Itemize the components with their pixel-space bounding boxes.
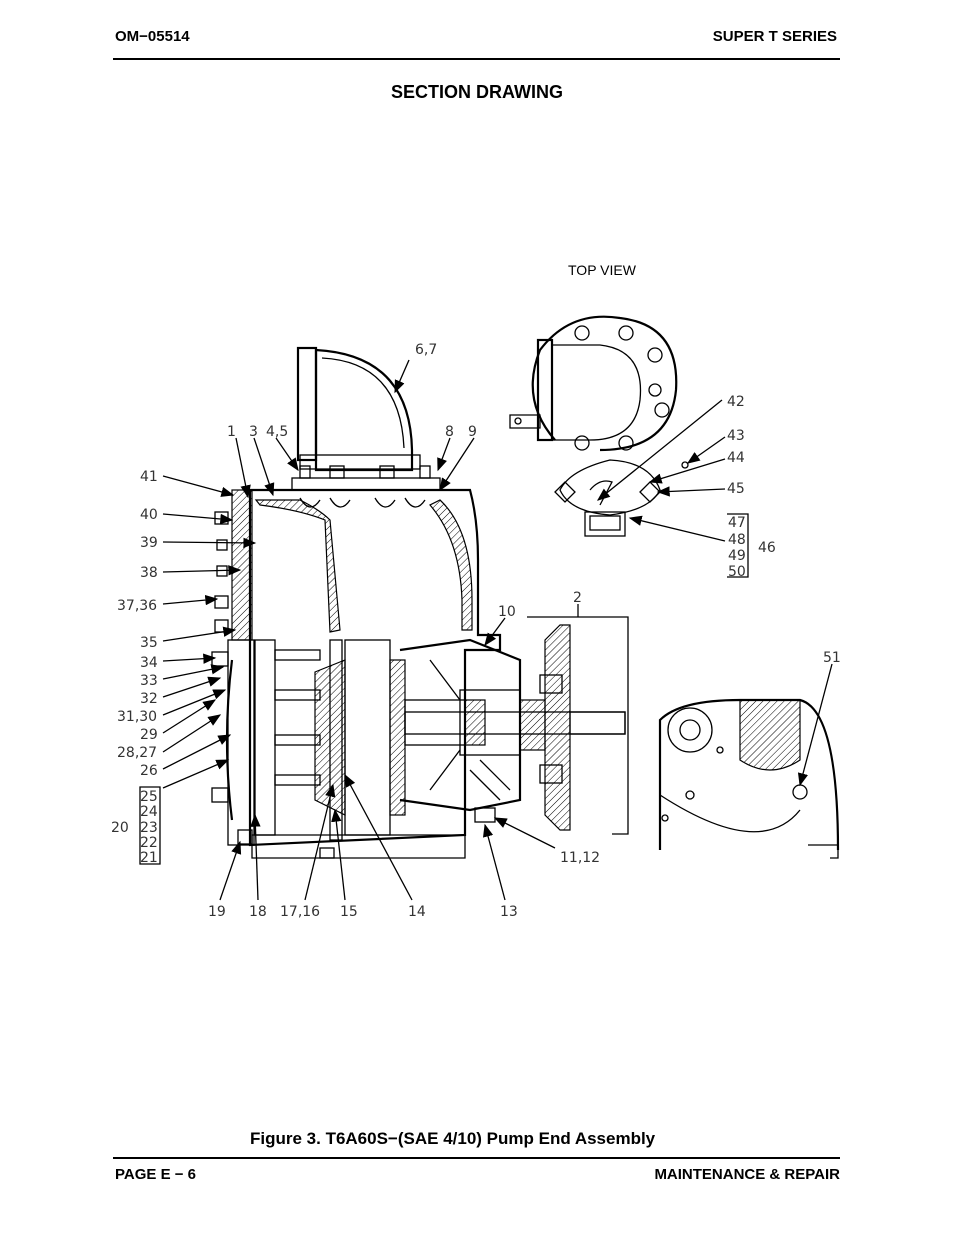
callout-20: 20	[111, 820, 129, 836]
discharge-flange	[291, 477, 441, 491]
casing-wall-hatch	[254, 499, 341, 633]
top-view-label: TOP VIEW	[568, 262, 636, 278]
callout-1: 1	[227, 424, 236, 440]
callout-18: 18	[249, 904, 267, 920]
callout-37-36: 37,36	[117, 598, 157, 614]
pump-casing	[248, 488, 502, 847]
doc-number: OM−05514	[115, 28, 190, 45]
callout-3: 3	[249, 424, 258, 440]
leader-lines	[139, 359, 833, 901]
callout-39: 39	[140, 535, 158, 551]
callout-47: 47	[728, 515, 746, 531]
callout-22: 22	[140, 835, 158, 851]
callout-50: 50	[728, 564, 746, 580]
callout-14: 14	[408, 904, 426, 920]
callout-6-7: 6,7	[415, 342, 437, 358]
callout-44: 44	[727, 450, 745, 466]
callout-24: 24	[140, 804, 158, 820]
top-view-flange	[531, 315, 678, 452]
series-name: SUPER T SERIES	[712, 28, 837, 45]
callout-15: 15	[340, 904, 358, 920]
callout-17-16: 17,16	[280, 904, 320, 920]
callout-9: 9	[468, 424, 477, 440]
page-number: PAGE E − 6	[115, 1166, 197, 1183]
figure-caption: Figure 3. T6A60S−(SAE 4/10) Pump End Ass…	[250, 1129, 656, 1148]
callout-25: 25	[140, 789, 158, 805]
callout-8: 8	[445, 424, 454, 440]
intermediate-bracket	[399, 638, 522, 812]
cover-plate	[231, 489, 253, 641]
callout-34: 34	[140, 655, 158, 671]
callout-19: 19	[208, 904, 226, 920]
callout-38: 38	[140, 565, 158, 581]
top-view	[509, 315, 689, 537]
callout-35: 35	[140, 635, 158, 651]
callout-31-30: 31,30	[117, 709, 157, 725]
callout-40: 40	[140, 507, 158, 523]
callout-10: 10	[498, 604, 516, 620]
callout-4-5: 4,5	[266, 424, 288, 440]
end-view	[658, 698, 840, 859]
callout-32: 32	[140, 691, 158, 707]
callout-42: 42	[727, 394, 745, 410]
callout-13: 13	[500, 904, 518, 920]
sae-adapter	[544, 624, 571, 831]
elbow-flange	[296, 346, 318, 462]
callout-49: 49	[728, 548, 746, 564]
callout-48: 48	[728, 532, 746, 548]
callout-26: 26	[140, 763, 158, 779]
callout-21: 21	[140, 850, 158, 866]
elbow-base-flange	[299, 454, 421, 470]
section-name: MAINTENANCE & REPAIR	[654, 1166, 840, 1183]
callout-11-12: 11,12	[560, 850, 600, 866]
pump-shaft	[404, 711, 626, 735]
seal-assembly	[404, 699, 466, 746]
footer-rule	[113, 1157, 840, 1159]
impeller	[344, 639, 391, 836]
callout-43: 43	[727, 428, 745, 444]
callout-labels: 6,7 1 3 4,5 8 9 41 40 39 38 37,36 35 34 …	[111, 342, 841, 920]
header-rule	[113, 58, 840, 60]
callout-46: 46	[758, 540, 776, 556]
section-title: SECTION DRAWING	[390, 82, 563, 102]
callout-2: 2	[573, 590, 582, 606]
main-section-view	[211, 346, 629, 859]
callout-28-27: 28,27	[117, 745, 157, 761]
callout-45: 45	[727, 481, 745, 497]
callout-51: 51	[823, 650, 841, 666]
callout-33: 33	[140, 673, 158, 689]
top-view-cover-plate	[584, 511, 626, 537]
callout-23: 23	[140, 820, 158, 836]
callout-41: 41	[140, 469, 158, 485]
callout-29: 29	[140, 727, 158, 743]
